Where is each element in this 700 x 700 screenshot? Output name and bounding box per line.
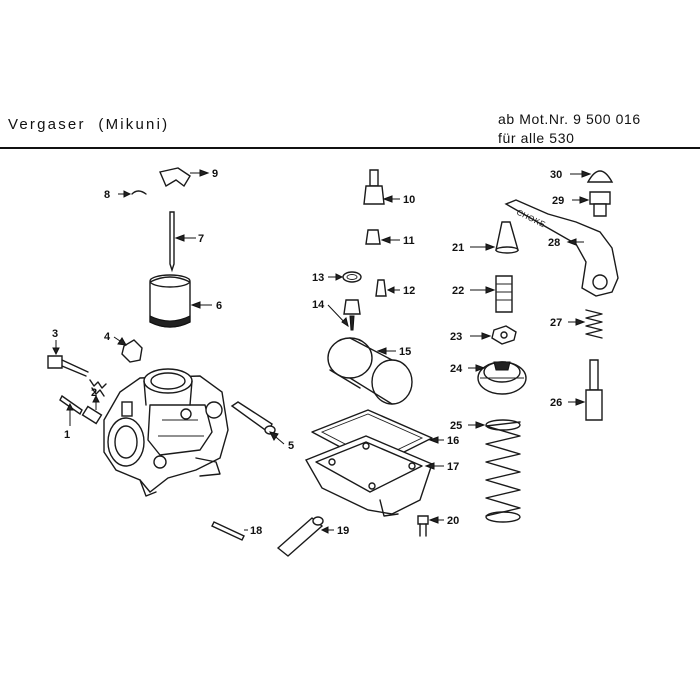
part-3-pilot-screw [47, 340, 89, 377]
part-label-9: 9 [212, 168, 218, 180]
part-4-plug [113, 336, 143, 363]
part-label-3: 3 [52, 328, 58, 340]
engine-number-info: ab Mot.Nr. 9 500 016 für alle 530 [498, 110, 641, 148]
part-label-27: 27 [550, 317, 562, 329]
part-label-26: 26 [550, 397, 562, 409]
part-8-needle-clip [118, 190, 147, 195]
part-29-fitting [572, 191, 611, 217]
part-14-float-valve [327, 299, 361, 331]
part-12-jet [375, 279, 400, 297]
part-label-7: 7 [198, 233, 204, 245]
part-label-13: 13 [312, 272, 324, 284]
part-label-28: 28 [548, 237, 560, 249]
leader-arrowheads [52, 169, 592, 534]
part-26-choke-rod [568, 359, 603, 421]
part-6-throttle-slide [149, 274, 212, 328]
part-20-drain-screw [417, 515, 444, 537]
part-label-22: 22 [452, 285, 464, 297]
part-19-drain-tube [276, 516, 334, 557]
part-21-choke-plunger-cap [470, 221, 519, 254]
part-24-top-cap [468, 361, 527, 395]
part-5-jet-holder [230, 401, 285, 445]
part-25-throttle-spring [468, 419, 521, 523]
part-label-20: 20 [447, 515, 459, 527]
part-label-6: 6 [216, 300, 222, 312]
part-label-5: 5 [288, 440, 294, 452]
part-18-pin [211, 521, 248, 541]
header-divider [0, 147, 700, 149]
part-label-30: 30 [550, 169, 562, 181]
part-30-dust-cap [570, 170, 614, 183]
part-22-choke-plunger [470, 275, 513, 313]
part-13-o-ring [328, 271, 362, 283]
part-label-10: 10 [403, 194, 415, 206]
part-label-1: 1 [64, 429, 70, 441]
page-title: Vergaser (Mikuni) [8, 116, 170, 133]
part-27-small-spring [568, 309, 603, 339]
carburetor-body [103, 368, 229, 497]
part-label-15: 15 [399, 346, 411, 358]
part-label-25: 25 [450, 420, 462, 432]
part-label-8: 8 [104, 189, 110, 201]
part-label-12: 12 [403, 285, 415, 297]
part-number-labels: 1 2 3 4 5 6 7 8 9 10 11 12 13 14 15 16 1… [52, 168, 564, 537]
engine-number-line: ab Mot.Nr. 9 500 016 [498, 111, 641, 127]
part-9-retainer-plate [159, 167, 208, 188]
part-15-float [327, 337, 413, 405]
part-10-cable-adjuster [363, 169, 400, 205]
part-label-2: 2 [91, 387, 97, 399]
part-label-21: 21 [452, 242, 464, 254]
part-17-float-bowl [304, 435, 444, 517]
part-label-11: 11 [403, 235, 415, 247]
part-label-18: 18 [250, 525, 262, 537]
part-label-24: 24 [450, 363, 463, 375]
part-23-nut [470, 325, 517, 345]
part-11-fitting [365, 229, 400, 245]
part-label-14: 14 [312, 299, 325, 311]
part-label-29: 29 [552, 195, 564, 207]
part-label-16: 16 [447, 435, 459, 447]
model-applicability-line: für alle 530 [498, 130, 575, 146]
part-label-19: 19 [337, 525, 349, 537]
part-label-23: 23 [450, 331, 462, 343]
part-label-4: 4 [104, 331, 111, 343]
part-label-17: 17 [447, 461, 459, 473]
